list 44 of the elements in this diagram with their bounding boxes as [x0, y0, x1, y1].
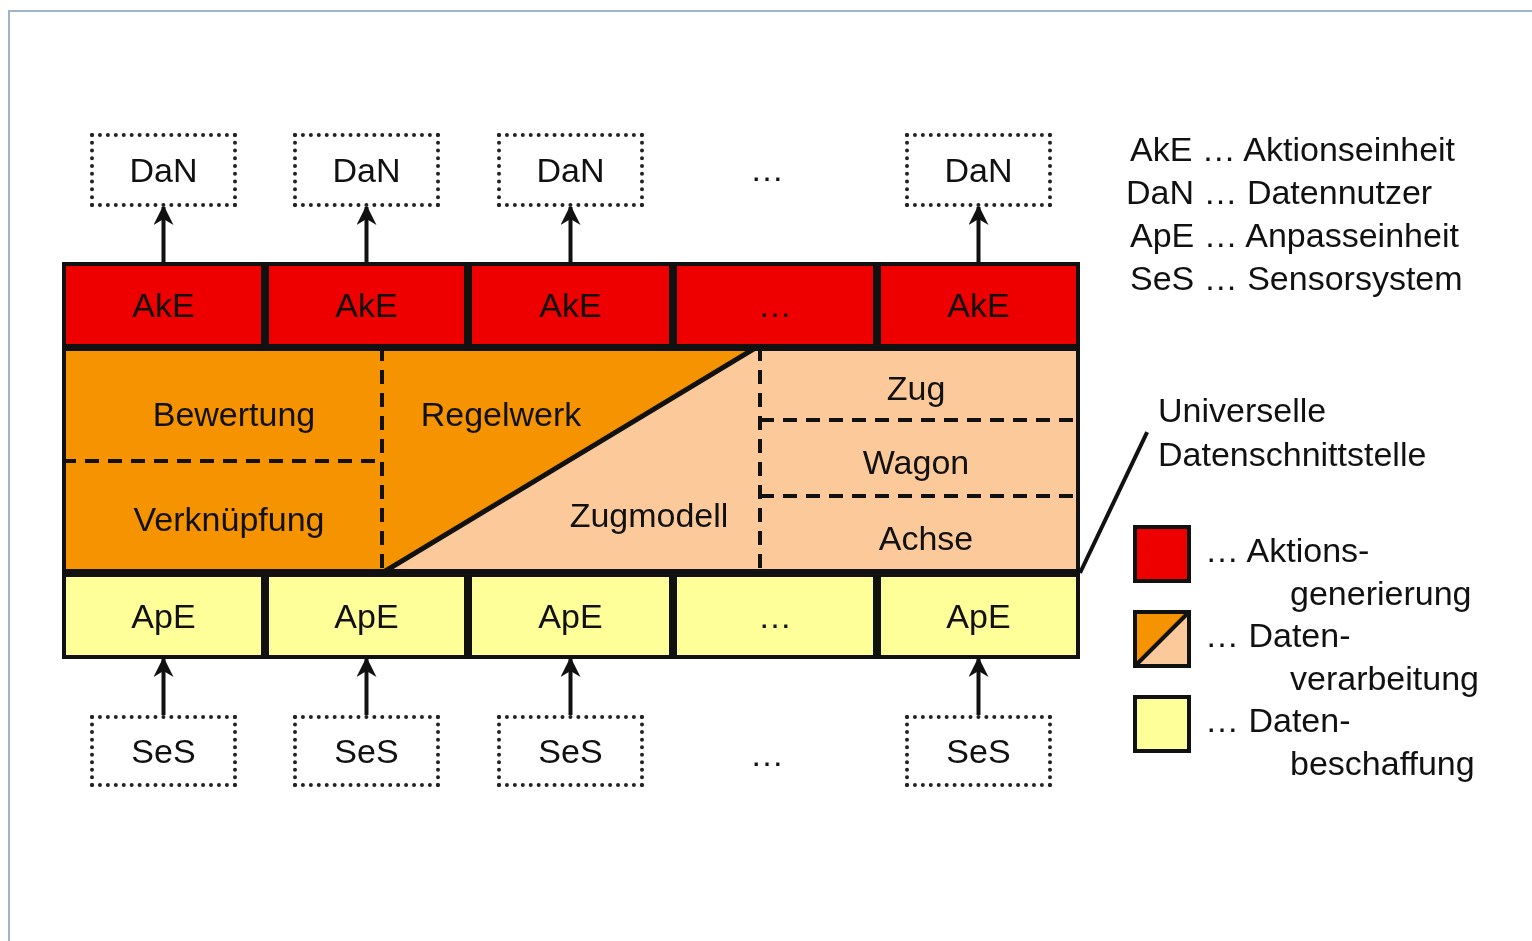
leader-line	[1078, 431, 1149, 574]
arrow	[968, 205, 989, 262]
arrow	[356, 657, 377, 715]
unit-cell: ApE	[62, 573, 265, 659]
dotted-box: DaN	[905, 133, 1052, 207]
region-label: Zugmodell	[554, 482, 744, 548]
arrow	[968, 657, 989, 715]
arrow	[356, 205, 377, 262]
arrow	[560, 205, 581, 262]
unit-cell: AkE	[877, 262, 1080, 348]
dotted-box: DaN	[90, 133, 237, 207]
unit-cell: …	[673, 262, 877, 348]
region-label: Regelwerk	[396, 379, 606, 449]
unit-cell: ApE	[468, 573, 673, 659]
callout-text: Universelle Datenschnittstelle	[1158, 388, 1478, 478]
abbreviation-text: SeS … Sensorsystem	[1130, 259, 1463, 298]
legend-text: … Daten- verarbeitung	[1205, 615, 1480, 699]
legend-text: … Aktions- generierung	[1205, 530, 1473, 614]
unit-cell: …	[673, 573, 877, 659]
region-label: Verknüpfung	[74, 484, 384, 554]
dotted-box: DaN	[293, 133, 440, 207]
region-label: Zug	[768, 356, 1064, 420]
region-label: Bewertung	[84, 379, 384, 449]
abbreviation-text: AkE … Aktionseinheit	[1130, 130, 1456, 169]
abbreviation-text: DaN … Datennutzer	[1126, 173, 1433, 212]
region-label: Achse	[768, 504, 1076, 569]
unit-cell: AkE	[468, 262, 673, 348]
unit-cell: AkE	[265, 262, 468, 348]
region-label: Wagon	[768, 428, 1064, 496]
dotted-box: SeS	[90, 715, 237, 787]
unit-cell: AkE	[62, 262, 265, 348]
dotted-box: SeS	[905, 715, 1052, 787]
unit-cell: ApE	[265, 573, 468, 659]
unit-cell: ApE	[877, 573, 1080, 659]
arrow	[153, 657, 174, 715]
arrow	[560, 657, 581, 715]
abbreviation-text: ApE … Anpasseinheit	[1130, 216, 1459, 255]
arrow	[153, 205, 174, 262]
dotted-box: DaN	[497, 133, 644, 207]
legend-text: … Daten- beschaffung	[1205, 700, 1476, 784]
dotted-box: SeS	[497, 715, 644, 787]
ellipsis-text: …	[750, 150, 784, 189]
dotted-box: SeS	[293, 715, 440, 787]
ellipsis-text: …	[750, 735, 784, 774]
